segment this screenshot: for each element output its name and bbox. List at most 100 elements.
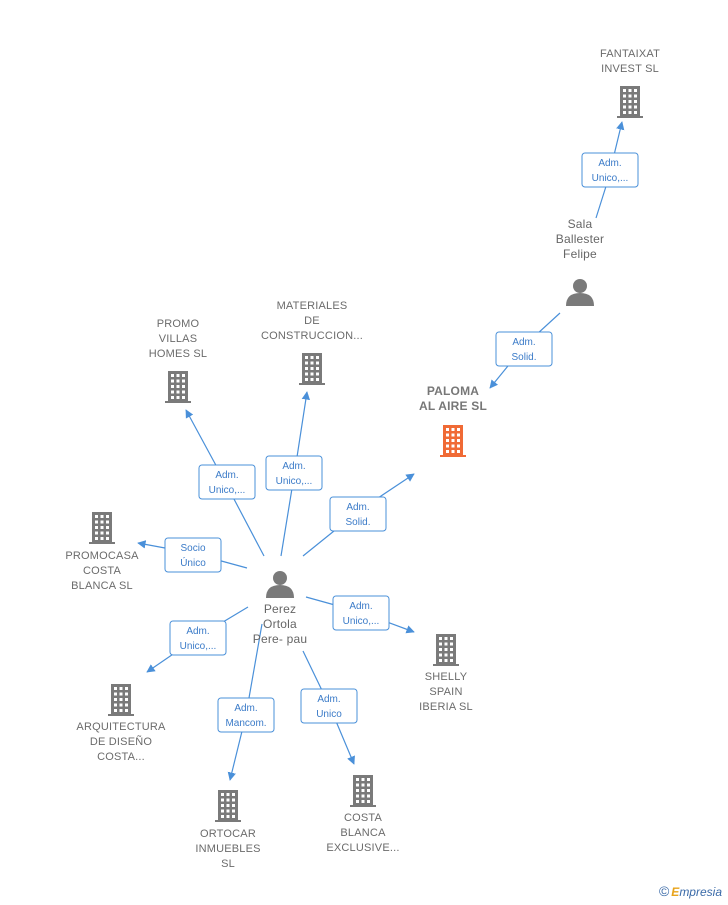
edge-label-text: Adm. [186, 626, 209, 637]
edge-label-box[interactable] [265, 455, 323, 491]
edge-label-text: Socio [180, 543, 205, 554]
edge-label-text: Adm. [234, 703, 257, 714]
node-label-line: BLANCA SL [71, 580, 133, 592]
node-label-line: DE [304, 315, 320, 327]
node-shelly[interactable]: SHELLY SPAIN IBERIA SL [419, 634, 473, 713]
building-icon [215, 790, 241, 822]
edge-sala-to-paloma: Adm. Solid. [489, 312, 561, 389]
edge-label-box[interactable] [581, 152, 639, 188]
person-icon [266, 571, 294, 598]
node-label-line: COSTA... [97, 751, 145, 763]
edge-label-box[interactable] [329, 496, 387, 532]
edge-label-text: Adm. [598, 158, 621, 169]
node-label-line: Ortola [263, 617, 297, 631]
edge-label-box[interactable] [300, 688, 358, 724]
building-icon [299, 353, 325, 385]
edge-label-text: Unico [316, 709, 342, 720]
node-label-line: COSTA [344, 812, 383, 824]
building-icon [440, 425, 466, 457]
node-arquitectura[interactable]: ARQUITECTURA DE DISEÑO COSTA... [76, 684, 166, 763]
node-label-line: EXCLUSIVE... [326, 842, 399, 854]
building-icon [350, 775, 376, 807]
node-label-line: DE DISEÑO [90, 735, 153, 748]
node-costablanca[interactable]: COSTA BLANCA EXCLUSIVE... [326, 775, 399, 854]
edge-label-text: Adm. [317, 694, 340, 705]
node-label-line: ARQUITECTURA [76, 721, 166, 733]
node-materiales[interactable]: MATERIALES DE CONSTRUCCION... [261, 300, 363, 385]
edge-perez-to-costablanca: Adm. Unico [300, 650, 358, 765]
edge-label-text: Adm. [282, 461, 305, 472]
node-label-line: INVEST SL [601, 63, 659, 75]
edge-label-text: Solid. [511, 352, 536, 363]
node-label-line: PROMO [157, 318, 200, 330]
node-label-line: Pere- pau [253, 632, 308, 646]
edge-label-box[interactable] [332, 595, 390, 631]
edge-label-text: Unico,... [592, 173, 629, 184]
node-label-line: MATERIALES [277, 300, 348, 312]
edge-perez-to-shelly: Adm. Unico,... [305, 595, 415, 634]
node-fantaixat[interactable]: FANTAIXAT INVEST SL [600, 48, 660, 118]
edge-label-text: Unico,... [343, 616, 380, 627]
node-label-line: IBERIA SL [419, 701, 473, 713]
node-promocasa[interactable]: PROMOCASA COSTA BLANCA SL [65, 512, 139, 592]
person-icon [566, 279, 594, 306]
edge-label-box[interactable] [169, 620, 227, 656]
edge-label-text: Solid. [345, 517, 370, 528]
edge-label-text: Adm. [346, 502, 369, 513]
node-label-line: ORTOCAR [200, 828, 256, 840]
brand-initial: E [671, 885, 680, 899]
node-label-line: PALOMA [427, 384, 479, 398]
edge-perez-to-paloma: Adm. Solid. [302, 473, 415, 557]
node-label-line: HOMES SL [149, 348, 207, 360]
node-ortocar[interactable]: ORTOCAR INMUEBLES SL [195, 790, 260, 870]
copyright-symbol: © [658, 883, 670, 899]
edge-label-box[interactable] [495, 331, 553, 367]
node-label-line: SPAIN [429, 686, 462, 698]
building-icon [165, 371, 191, 403]
node-label-line: COSTA [83, 565, 122, 577]
edge-perez-to-ortocar: Adm. Mancom. [217, 623, 275, 781]
node-label-line: FANTAIXAT [600, 48, 660, 60]
node-label-line: CONSTRUCCION... [261, 330, 363, 342]
edge-label-text: Unico,... [209, 485, 246, 496]
nodes-layer: FANTAIXAT INVEST SL SalaBallesterFelipePAL… [65, 48, 660, 870]
brand-name: mpresia [679, 885, 722, 899]
edge-sala-to-fantaixat: Adm. Unico,... [581, 121, 639, 219]
node-label-line: SL [221, 858, 235, 870]
building-icon [617, 86, 643, 118]
edge-label-text: Adm. [349, 601, 372, 612]
edges-layer: Adm. Unico,... Adm. Solid. Adm. Solid. Adm. Uni… [137, 121, 639, 781]
edge-perez-to-promo: Adm. Unico,... [185, 409, 265, 557]
node-label-line: Ballester [556, 232, 605, 246]
edge-label-text: Unico,... [276, 476, 313, 487]
edge-label-box[interactable] [217, 697, 275, 733]
edge-perez-to-materiales: Adm. Unico,... [265, 391, 323, 557]
edge-label-text: Único [180, 556, 206, 569]
node-label-line: PROMOCASA [65, 550, 139, 562]
node-label-line: Sala [568, 217, 593, 231]
node-label-line: SHELLY [425, 671, 468, 683]
node-promo[interactable]: PROMO VILLAS HOMES SL [149, 318, 207, 403]
brand-watermark: ©Empresia [659, 883, 722, 899]
building-icon [433, 634, 459, 666]
edge-label-text: Adm. [512, 337, 535, 348]
node-label-line: Felipe [563, 247, 597, 261]
node-label-line: INMUEBLES [195, 843, 260, 855]
building-icon [108, 684, 134, 716]
edge-label-box[interactable] [198, 464, 256, 500]
edge-label-text: Adm. [215, 470, 238, 481]
edge-perez-to-arquitectura: Adm. Unico,... [146, 606, 249, 673]
edge-label-box[interactable] [164, 537, 222, 573]
edge-label-text: Unico,... [180, 641, 217, 652]
node-label-line: BLANCA [340, 827, 386, 839]
edge-label-text: Mancom. [225, 718, 266, 729]
node-label-line: Perez [264, 602, 296, 616]
building-icon [89, 512, 115, 544]
node-label-line: AL AIRE SL [419, 399, 487, 413]
node-label-line: VILLAS [159, 333, 198, 345]
